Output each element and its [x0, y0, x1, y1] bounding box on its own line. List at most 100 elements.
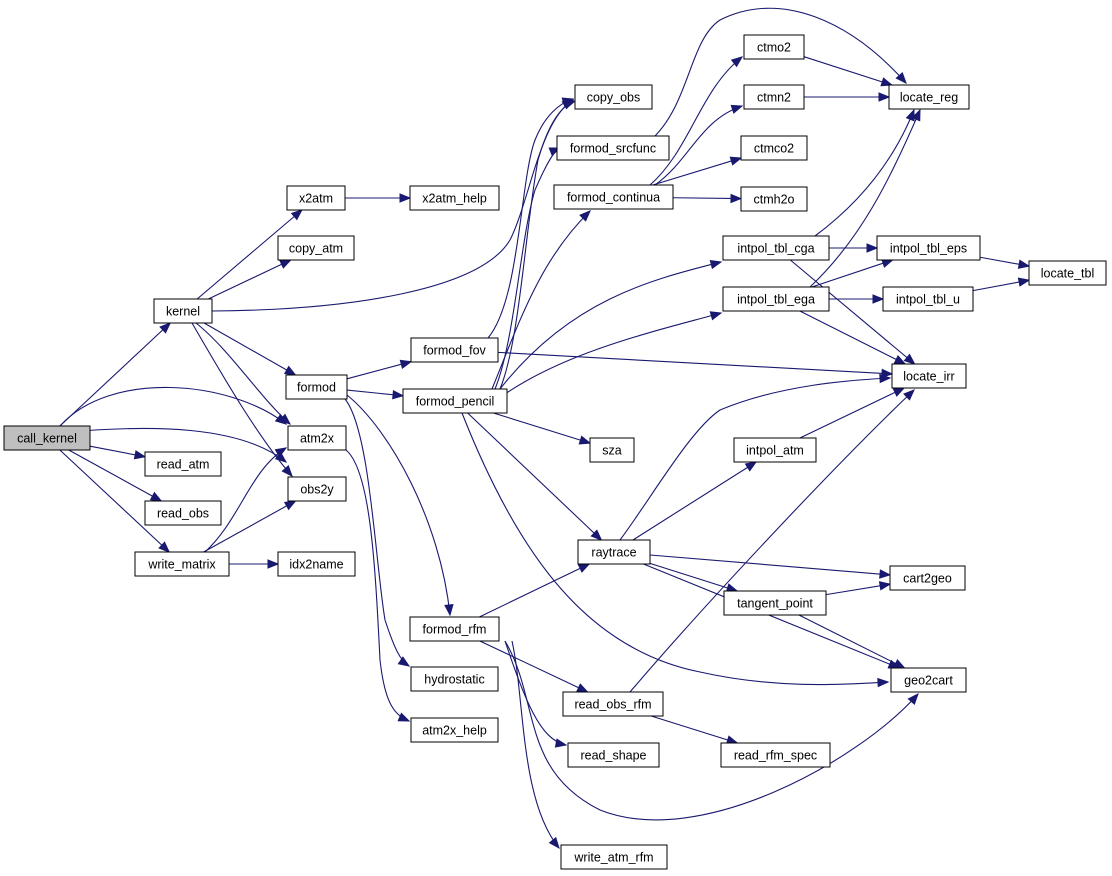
- node-formod_fov[interactable]: formod_fov: [410, 337, 499, 363]
- node-locate_reg[interactable]: locate_reg: [888, 84, 970, 110]
- edge-tangent_point-to-geo2cart: [798, 614, 905, 669]
- node-hydrostatic[interactable]: hydrostatic: [410, 666, 499, 692]
- node-copy_atm[interactable]: copy_atm: [277, 235, 355, 261]
- node-locate_tbl[interactable]: locate_tbl: [1028, 260, 1107, 286]
- node-raytrace[interactable]: raytrace: [577, 539, 651, 565]
- node-box-sza[interactable]: [589, 437, 635, 463]
- node-ctmn2[interactable]: ctmn2: [743, 84, 805, 110]
- node-label-tangent_point: tangent_point: [737, 597, 813, 611]
- edge-formod_pencil-to-geo2cart: [461, 412, 889, 686]
- node-ctmh2o[interactable]: ctmh2o: [740, 186, 808, 212]
- node-box-intpol_tbl_u[interactable]: [882, 286, 974, 312]
- node-box-cart2geo[interactable]: [889, 565, 966, 591]
- node-box-tangent_point[interactable]: [723, 590, 827, 616]
- node-box-write_atm_rfm[interactable]: [560, 844, 668, 870]
- node-box-formod[interactable]: [285, 374, 348, 400]
- node-box-raytrace[interactable]: [577, 539, 651, 565]
- node-atm2x[interactable]: atm2x: [287, 425, 347, 451]
- node-intpol_tbl_ega[interactable]: intpol_tbl_ega: [722, 286, 830, 312]
- node-box-ctmn2[interactable]: [743, 84, 805, 110]
- edge-raytrace-to-geo2cart: [643, 563, 900, 669]
- node-box-call_kernel[interactable]: [3, 425, 91, 451]
- node-box-copy_atm[interactable]: [277, 235, 355, 261]
- arrowhead-intpol_atm-to-locate_irr: [892, 387, 906, 397]
- edge-formod_fov-to-locate_irr: [497, 351, 893, 375]
- node-box-intpol_tbl_cga[interactable]: [722, 235, 830, 261]
- node-box-intpol_tbl_ega[interactable]: [722, 286, 830, 312]
- node-intpol_tbl_cga[interactable]: intpol_tbl_cga: [722, 235, 830, 261]
- node-obs2y[interactable]: obs2y: [287, 476, 347, 502]
- node-label-intpol_tbl_u: intpol_tbl_u: [896, 293, 960, 307]
- edge-formod_pencil-to-formod_continua: [491, 210, 591, 390]
- node-box-hydrostatic[interactable]: [410, 666, 499, 692]
- node-box-obs2y[interactable]: [287, 476, 347, 502]
- node-idx2name[interactable]: idx2name: [277, 551, 356, 577]
- node-box-write_matrix[interactable]: [134, 551, 230, 577]
- node-ctmo2[interactable]: ctmo2: [743, 34, 805, 60]
- node-box-ctmh2o[interactable]: [740, 186, 808, 212]
- edge-intpol_tbl_cga-to-locate_reg: [814, 109, 915, 237]
- node-label-hydrostatic: hydrostatic: [424, 673, 484, 687]
- node-box-intpol_tbl_eps[interactable]: [876, 235, 981, 261]
- node-box-kernel[interactable]: [153, 298, 213, 324]
- node-formod_srcfunc[interactable]: formod_srcfunc: [556, 135, 670, 161]
- node-locate_irr[interactable]: locate_irr: [891, 363, 967, 389]
- node-box-formod_rfm[interactable]: [409, 616, 500, 642]
- node-box-geo2cart[interactable]: [890, 667, 967, 693]
- node-copy_obs[interactable]: copy_obs: [574, 84, 653, 110]
- node-box-intpol_atm[interactable]: [733, 437, 817, 463]
- node-formod[interactable]: formod: [285, 374, 348, 400]
- node-formod_rfm[interactable]: formod_rfm: [409, 616, 500, 642]
- node-label-formod_fov: formod_fov: [423, 344, 486, 358]
- node-formod_pencil[interactable]: formod_pencil: [402, 388, 508, 414]
- node-box-copy_obs[interactable]: [574, 84, 653, 110]
- edge-intpol_tbl_ega-to-locate_irr: [799, 310, 906, 365]
- node-box-ctmo2[interactable]: [743, 34, 805, 60]
- node-box-atm2x[interactable]: [287, 425, 347, 451]
- node-box-read_rfm_spec[interactable]: [720, 742, 831, 768]
- node-tangent_point[interactable]: tangent_point: [723, 590, 827, 616]
- node-box-formod_pencil[interactable]: [402, 388, 508, 414]
- node-intpol_tbl_eps[interactable]: intpol_tbl_eps: [876, 235, 981, 261]
- node-read_rfm_spec[interactable]: read_rfm_spec: [720, 742, 831, 768]
- node-formod_continua[interactable]: formod_continua: [553, 184, 674, 210]
- node-box-read_obs[interactable]: [144, 500, 222, 526]
- node-write_matrix[interactable]: write_matrix: [134, 551, 230, 577]
- node-box-locate_irr[interactable]: [891, 363, 967, 389]
- node-box-locate_reg[interactable]: [888, 84, 970, 110]
- node-geo2cart[interactable]: geo2cart: [890, 667, 967, 693]
- node-read_obs_rfm[interactable]: read_obs_rfm: [562, 691, 664, 717]
- node-intpol_tbl_u[interactable]: intpol_tbl_u: [882, 286, 974, 312]
- node-box-formod_fov[interactable]: [410, 337, 499, 363]
- node-box-ctmco2[interactable]: [740, 135, 808, 161]
- node-write_atm_rfm[interactable]: write_atm_rfm: [560, 844, 668, 870]
- node-atm2x_help[interactable]: atm2x_help: [410, 717, 499, 743]
- node-x2atm_help[interactable]: x2atm_help: [409, 185, 500, 211]
- node-cart2geo[interactable]: cart2geo: [889, 565, 966, 591]
- arrowhead-intpol_tbl_eps-to-locate_tbl: [1017, 259, 1031, 269]
- node-box-x2atm[interactable]: [286, 185, 346, 211]
- node-box-read_shape[interactable]: [567, 742, 660, 768]
- arrowhead-raytrace-to-intpol_atm: [744, 461, 758, 472]
- node-ctmco2[interactable]: ctmco2: [740, 135, 808, 161]
- node-sza[interactable]: sza: [589, 437, 635, 463]
- node-read_shape[interactable]: read_shape: [567, 742, 660, 768]
- edge-ctmo2-to-locate_reg: [803, 56, 892, 86]
- node-box-idx2name[interactable]: [277, 551, 356, 577]
- node-box-formod_continua[interactable]: [553, 184, 674, 210]
- node-kernel[interactable]: kernel: [153, 298, 213, 324]
- node-box-read_atm[interactable]: [144, 451, 222, 477]
- node-x2atm[interactable]: x2atm: [286, 185, 346, 211]
- arrowhead-kernel-to-formod: [283, 365, 297, 376]
- node-intpol_atm[interactable]: intpol_atm: [733, 437, 817, 463]
- node-box-atm2x_help[interactable]: [410, 717, 499, 743]
- node-label-formod: formod: [297, 381, 336, 395]
- node-box-formod_srcfunc[interactable]: [556, 135, 670, 161]
- node-box-x2atm_help[interactable]: [409, 185, 500, 211]
- node-box-read_obs_rfm[interactable]: [562, 691, 664, 717]
- node-box-locate_tbl[interactable]: [1028, 260, 1107, 286]
- arrowhead-write_matrix-to-idx2name: [267, 559, 280, 569]
- node-read_obs[interactable]: read_obs: [144, 500, 222, 526]
- node-read_atm[interactable]: read_atm: [144, 451, 222, 477]
- node-call_kernel[interactable]: call_kernel: [3, 425, 91, 451]
